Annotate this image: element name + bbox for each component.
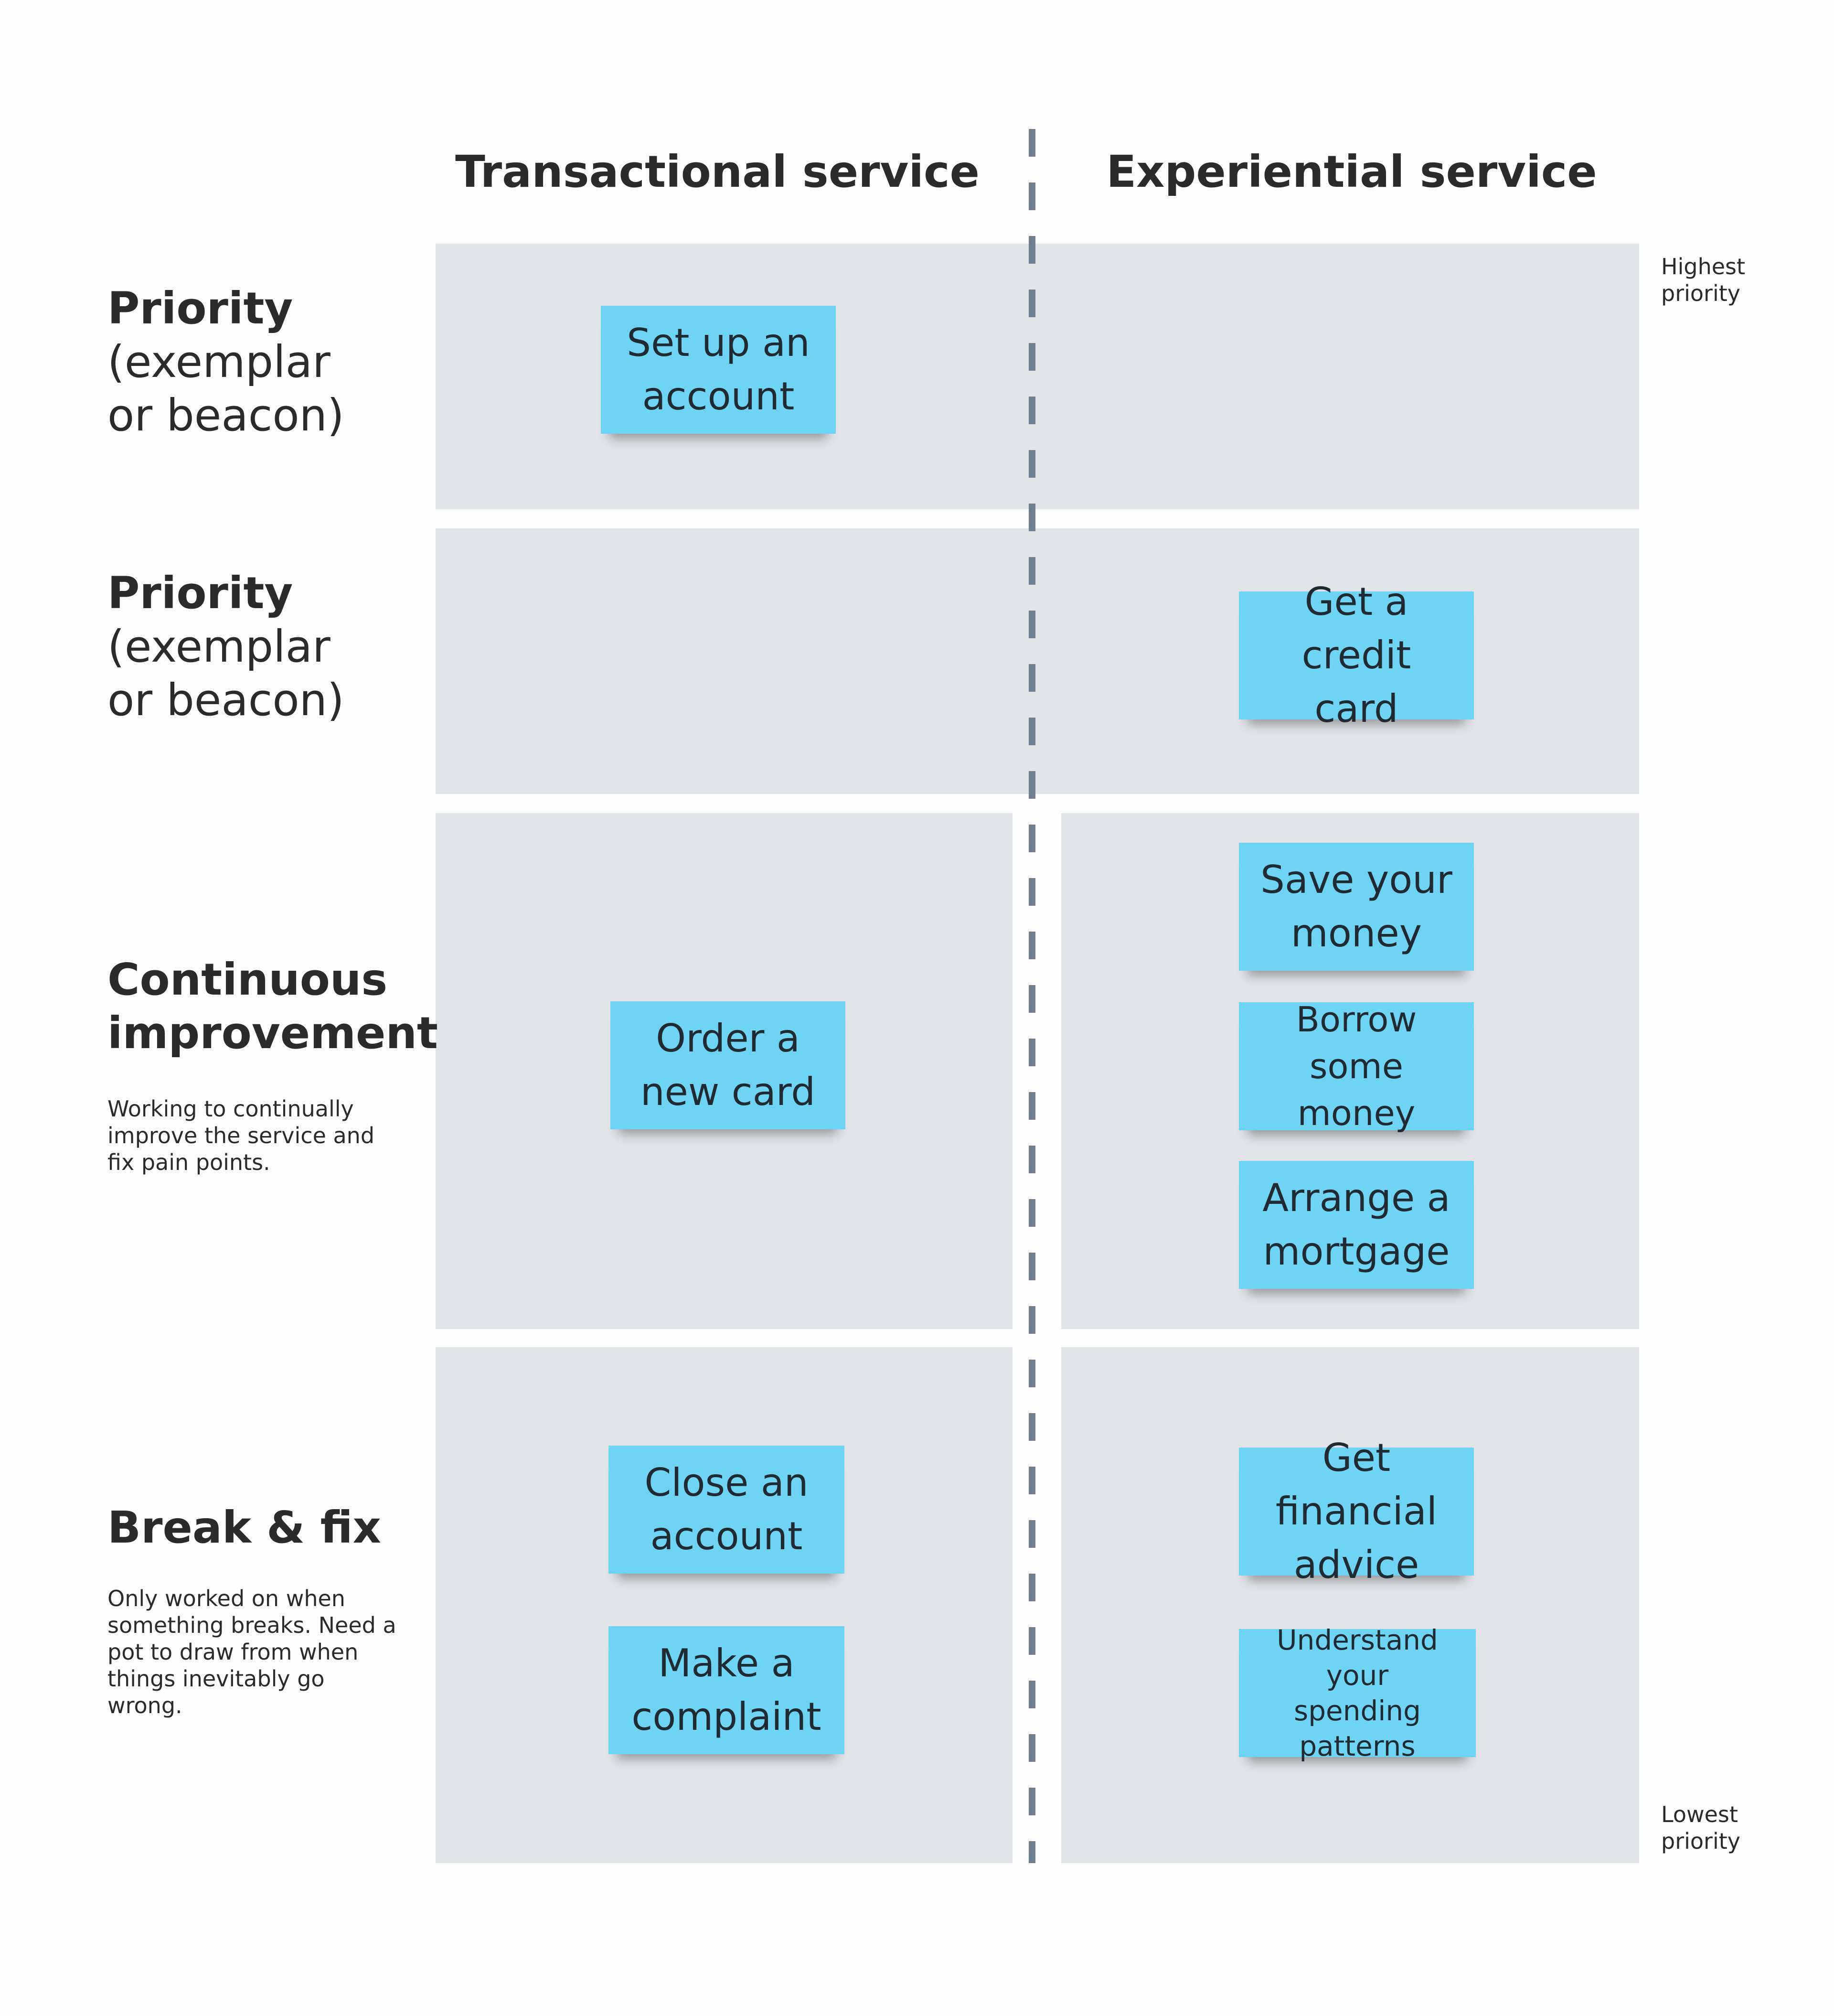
row-3-title-line2: improvement [107, 1008, 438, 1059]
note-line: account [650, 1514, 803, 1558]
sticky-note-order-new-card[interactable]: Order a new card [610, 1001, 845, 1129]
sticky-note-get-credit-card[interactable]: Get a credit card [1239, 579, 1474, 731]
row-1-subtitle-line1: (exemplar [107, 336, 331, 387]
sticky-note-save-money[interactable]: Save your money [1239, 843, 1474, 971]
lowest-line2: priority [1661, 1828, 1740, 1854]
note-line: Get a credit [1301, 579, 1411, 677]
column-header-transactional: Transactional service [455, 146, 980, 197]
note-line: patterns [1299, 1730, 1416, 1762]
note-line: Get financial [1275, 1436, 1438, 1533]
row-2-subtitle-line2: or beacon) [107, 675, 344, 726]
note-line: card [1314, 686, 1398, 731]
note-line: account [642, 374, 795, 418]
row-label-continuous-improvement: Continuous improvement [107, 953, 438, 1060]
row-4-description: Only worked on when something breaks. Ne… [107, 1586, 396, 1718]
sticky-note-close-account[interactable]: Close an account [608, 1446, 844, 1574]
column-header-experiential: Experiential service [1106, 146, 1597, 197]
sticky-note-borrow-money[interactable]: Borrow some money [1239, 999, 1474, 1133]
note-line: Arrange a [1262, 1176, 1450, 1220]
highest-line1: Highest [1661, 254, 1746, 279]
note-line: Order a [656, 1016, 800, 1061]
note-line: some money [1297, 1046, 1416, 1133]
row-1-subtitle-line2: or beacon) [107, 390, 344, 441]
sticky-note-get-financial-advice[interactable]: Get financial advice [1239, 1436, 1474, 1587]
lowest-priority-label: Lowest priority [1661, 1801, 1776, 1855]
row-2-title: Priority [107, 568, 293, 619]
highest-priority-label: Highest priority [1661, 253, 1776, 307]
note-line: advice [1293, 1543, 1419, 1587]
row-1-title: Priority [107, 283, 293, 334]
row-label-break-fix: Break & fix [107, 1501, 381, 1555]
note-line: Close an [644, 1460, 809, 1505]
note-line: Understand your [1277, 1624, 1438, 1692]
note-line: Save your [1260, 858, 1452, 902]
row-2-subtitle-line1: (exemplar [107, 621, 331, 672]
row-4-title: Break & fix [107, 1502, 381, 1553]
row-3-title-line1: Continuous [107, 954, 388, 1005]
sticky-note-make-complaint[interactable]: Make a complaint [608, 1626, 844, 1754]
row-4-transactional-cell [436, 1347, 1013, 1863]
row-label-priority-2: Priority (exemplar or beacon) [107, 567, 344, 727]
sticky-note-understand-spending[interactable]: Understand your spending patterns [1239, 1624, 1476, 1762]
note-line: Borrow [1296, 999, 1417, 1040]
note-line: money [1290, 911, 1422, 955]
note-line: Set up an [627, 321, 810, 365]
row-3-description: Working to continually improve the servi… [107, 1096, 375, 1175]
row-label-priority-1: Priority (exemplar or beacon) [107, 282, 344, 442]
column-divider [1029, 129, 1035, 1863]
note-line: new card [640, 1070, 816, 1114]
note-line: spending [1294, 1694, 1421, 1727]
highest-line2: priority [1661, 280, 1740, 306]
row-4-experiential-cell [1061, 1347, 1639, 1863]
sticky-note-arrange-mortgage[interactable]: Arrange a mortgage [1239, 1161, 1474, 1289]
lowest-line1: Lowest [1661, 1802, 1738, 1827]
note-line: Make a [658, 1641, 795, 1685]
note-line: mortgage [1263, 1229, 1450, 1274]
sticky-note-set-up-account[interactable]: Set up an account [601, 306, 836, 434]
note-line: complaint [631, 1694, 821, 1739]
